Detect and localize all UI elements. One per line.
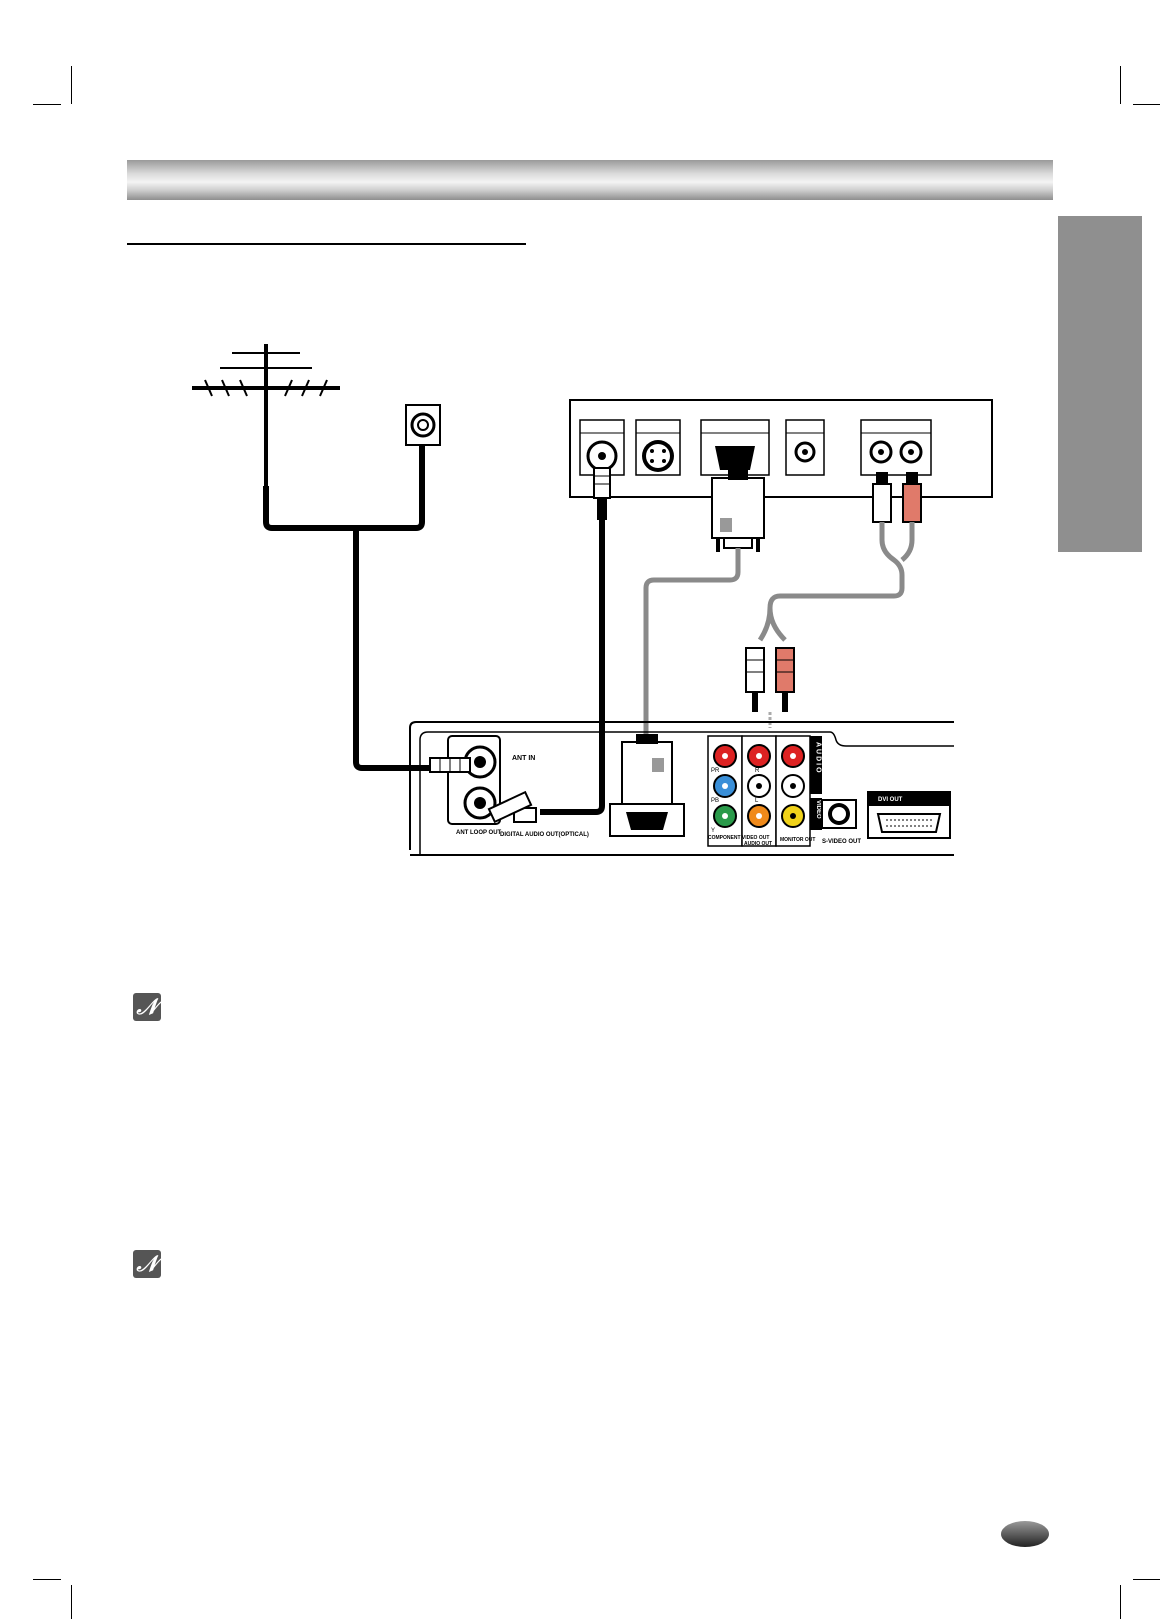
tv-rca-plugs-icon [872, 472, 922, 523]
receiver-rca-plugs-icon [745, 647, 795, 712]
crop-mark-bl-v [71, 1585, 72, 1619]
crop-mark-tr-v [1120, 66, 1121, 104]
header-bar [127, 160, 1053, 200]
rf-cable [540, 520, 605, 815]
antenna-cable [263, 445, 425, 531]
crop-mark-bl-h [33, 1579, 61, 1580]
dvi-out-modes-label: (1080i/720p/480p) [874, 806, 915, 812]
side-tab [1058, 216, 1142, 552]
audio-r-label: R [755, 768, 760, 774]
ant-loop-out-label: ANT LOOP OUT [456, 830, 502, 836]
wall-outlet-icon [405, 404, 441, 446]
comp-y-label: Y [711, 828, 715, 834]
rca-audio-cable [757, 522, 915, 642]
digital-audio-out-label: DIGITAL AUDIO OUT(OPTICAL) [500, 832, 589, 838]
crop-mark-br-h [1133, 1579, 1160, 1580]
tv-rf-plug-icon [593, 467, 611, 520]
audio-out-label: AUDIO OUT [744, 841, 772, 847]
vga-plug-top-icon [711, 470, 765, 552]
crop-mark-tl-v [71, 66, 72, 104]
antenna-feed-cable [353, 528, 430, 771]
tv-rear-panel [569, 399, 993, 498]
component-video-out-label: COMPONENT VIDEO OUT [708, 835, 769, 841]
audio-vertical-label: AUDIO [815, 742, 822, 775]
section-rule [127, 243, 526, 245]
vga-cable [643, 548, 741, 740]
receiver-rear-panel: ANT IN ANT LOOP OUT DIGITAL AUDIO OUT(OP… [409, 721, 954, 856]
s-video-out-label: S-VIDEO OUT [822, 839, 861, 845]
crop-mark-tr-h [1133, 104, 1160, 105]
comp-pr-label: PR [711, 768, 720, 774]
note-icon: 𝒩 [133, 1250, 161, 1278]
crop-mark-tl-h [33, 104, 61, 105]
monitor-out-label: MONITOR OUT [780, 837, 815, 843]
crop-mark-br-v [1120, 1585, 1121, 1619]
connection-diagram: ANT IN ANT LOOP OUT DIGITAL AUDIO OUT(OP… [192, 344, 993, 856]
audio-l-label: L [755, 798, 759, 804]
ant-in-label: ANT IN [512, 755, 535, 762]
video-vertical-label: VIDEO [815, 800, 821, 819]
page-number-tab [1001, 1521, 1049, 1547]
note-icon: 𝒩 [133, 993, 161, 1021]
comp-pb-label: PB [711, 798, 719, 804]
dvi-out-label: DVI OUT [878, 797, 903, 803]
